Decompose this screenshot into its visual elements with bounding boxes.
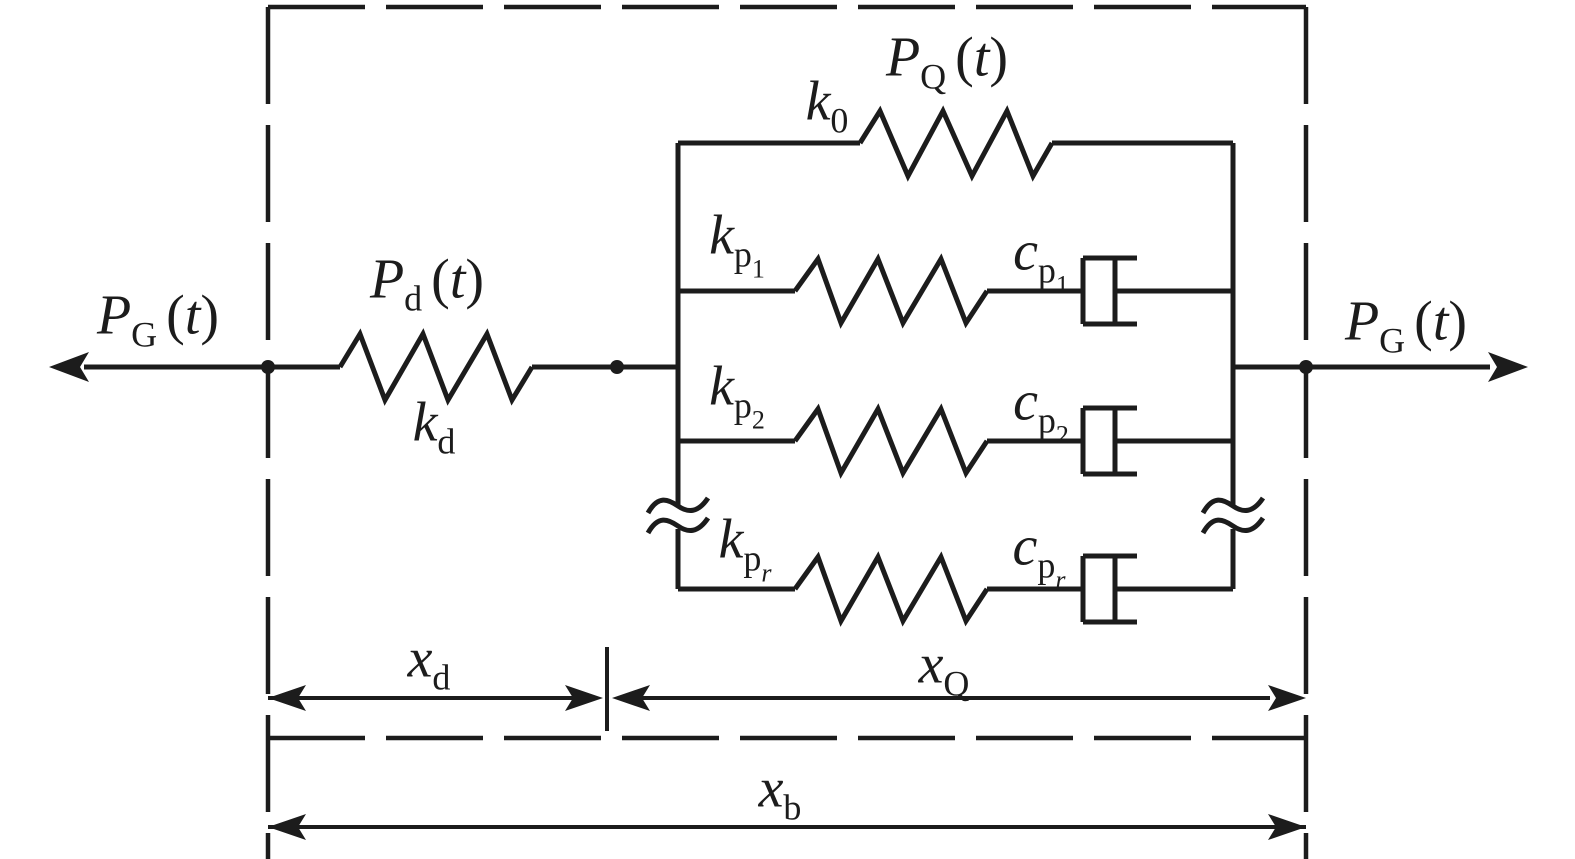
label-cp1: cp1 [1013, 220, 1069, 300]
spring-kd [337, 328, 535, 406]
arrowhead-left-icon [49, 352, 89, 382]
label-pg-left: PG(t) [96, 284, 220, 355]
dim-arrowhead-icon [612, 685, 650, 711]
dashpot-cp1 [1080, 255, 1233, 327]
force-arrow-left [49, 352, 268, 382]
series-spring-kd [268, 328, 1306, 406]
force-arrow-right [1306, 352, 1528, 382]
branch-k0 [678, 105, 1233, 182]
branch-kpr-cpr [678, 551, 1233, 627]
branch-kp1-cp1 [678, 253, 1233, 329]
label-xb: xb [758, 757, 802, 828]
dimension-xb [268, 814, 1306, 840]
break-symbol-right [1200, 496, 1266, 535]
label-kp1: kp1 [709, 204, 765, 284]
spring-kp1 [792, 253, 990, 329]
dashpot-cpr [1080, 553, 1233, 625]
dim-arrowhead-icon [268, 814, 306, 840]
node-dot-left [261, 360, 275, 374]
dashpot-cp2 [1080, 405, 1233, 477]
label-k0: k0 [805, 70, 849, 141]
node-dot-middle [610, 360, 624, 374]
dimension-xq [612, 685, 1306, 711]
label-cpr: cpr [1012, 515, 1066, 595]
label-kp2: kp2 [709, 355, 765, 435]
label-pd: Pd(t) [369, 248, 485, 319]
label-xq: xQ [918, 633, 970, 704]
dimension-xd [268, 685, 603, 711]
dim-arrowhead-icon [1268, 814, 1306, 840]
arrowhead-right-icon [1488, 352, 1528, 382]
label-pq: PQ(t) [885, 26, 1009, 97]
label-pg-right: PG(t) [1344, 290, 1468, 361]
label-cp2: cp2 [1013, 370, 1069, 450]
label-kd: kd [412, 391, 456, 462]
spring-k0 [857, 105, 1055, 182]
dim-arrowhead-icon [565, 685, 603, 711]
label-kpr: kpr [718, 508, 772, 588]
dim-arrowhead-icon [268, 685, 306, 711]
dashed-boundary-box [265, 4, 1309, 859]
break-symbol-left [645, 496, 711, 535]
dim-arrowhead-icon [1268, 685, 1306, 711]
branch-kp2-cp2 [678, 403, 1233, 479]
node-dot-right [1299, 360, 1313, 374]
label-xd: xd [407, 627, 451, 698]
spring-kpr [792, 551, 990, 627]
spring-kp2 [792, 403, 990, 479]
